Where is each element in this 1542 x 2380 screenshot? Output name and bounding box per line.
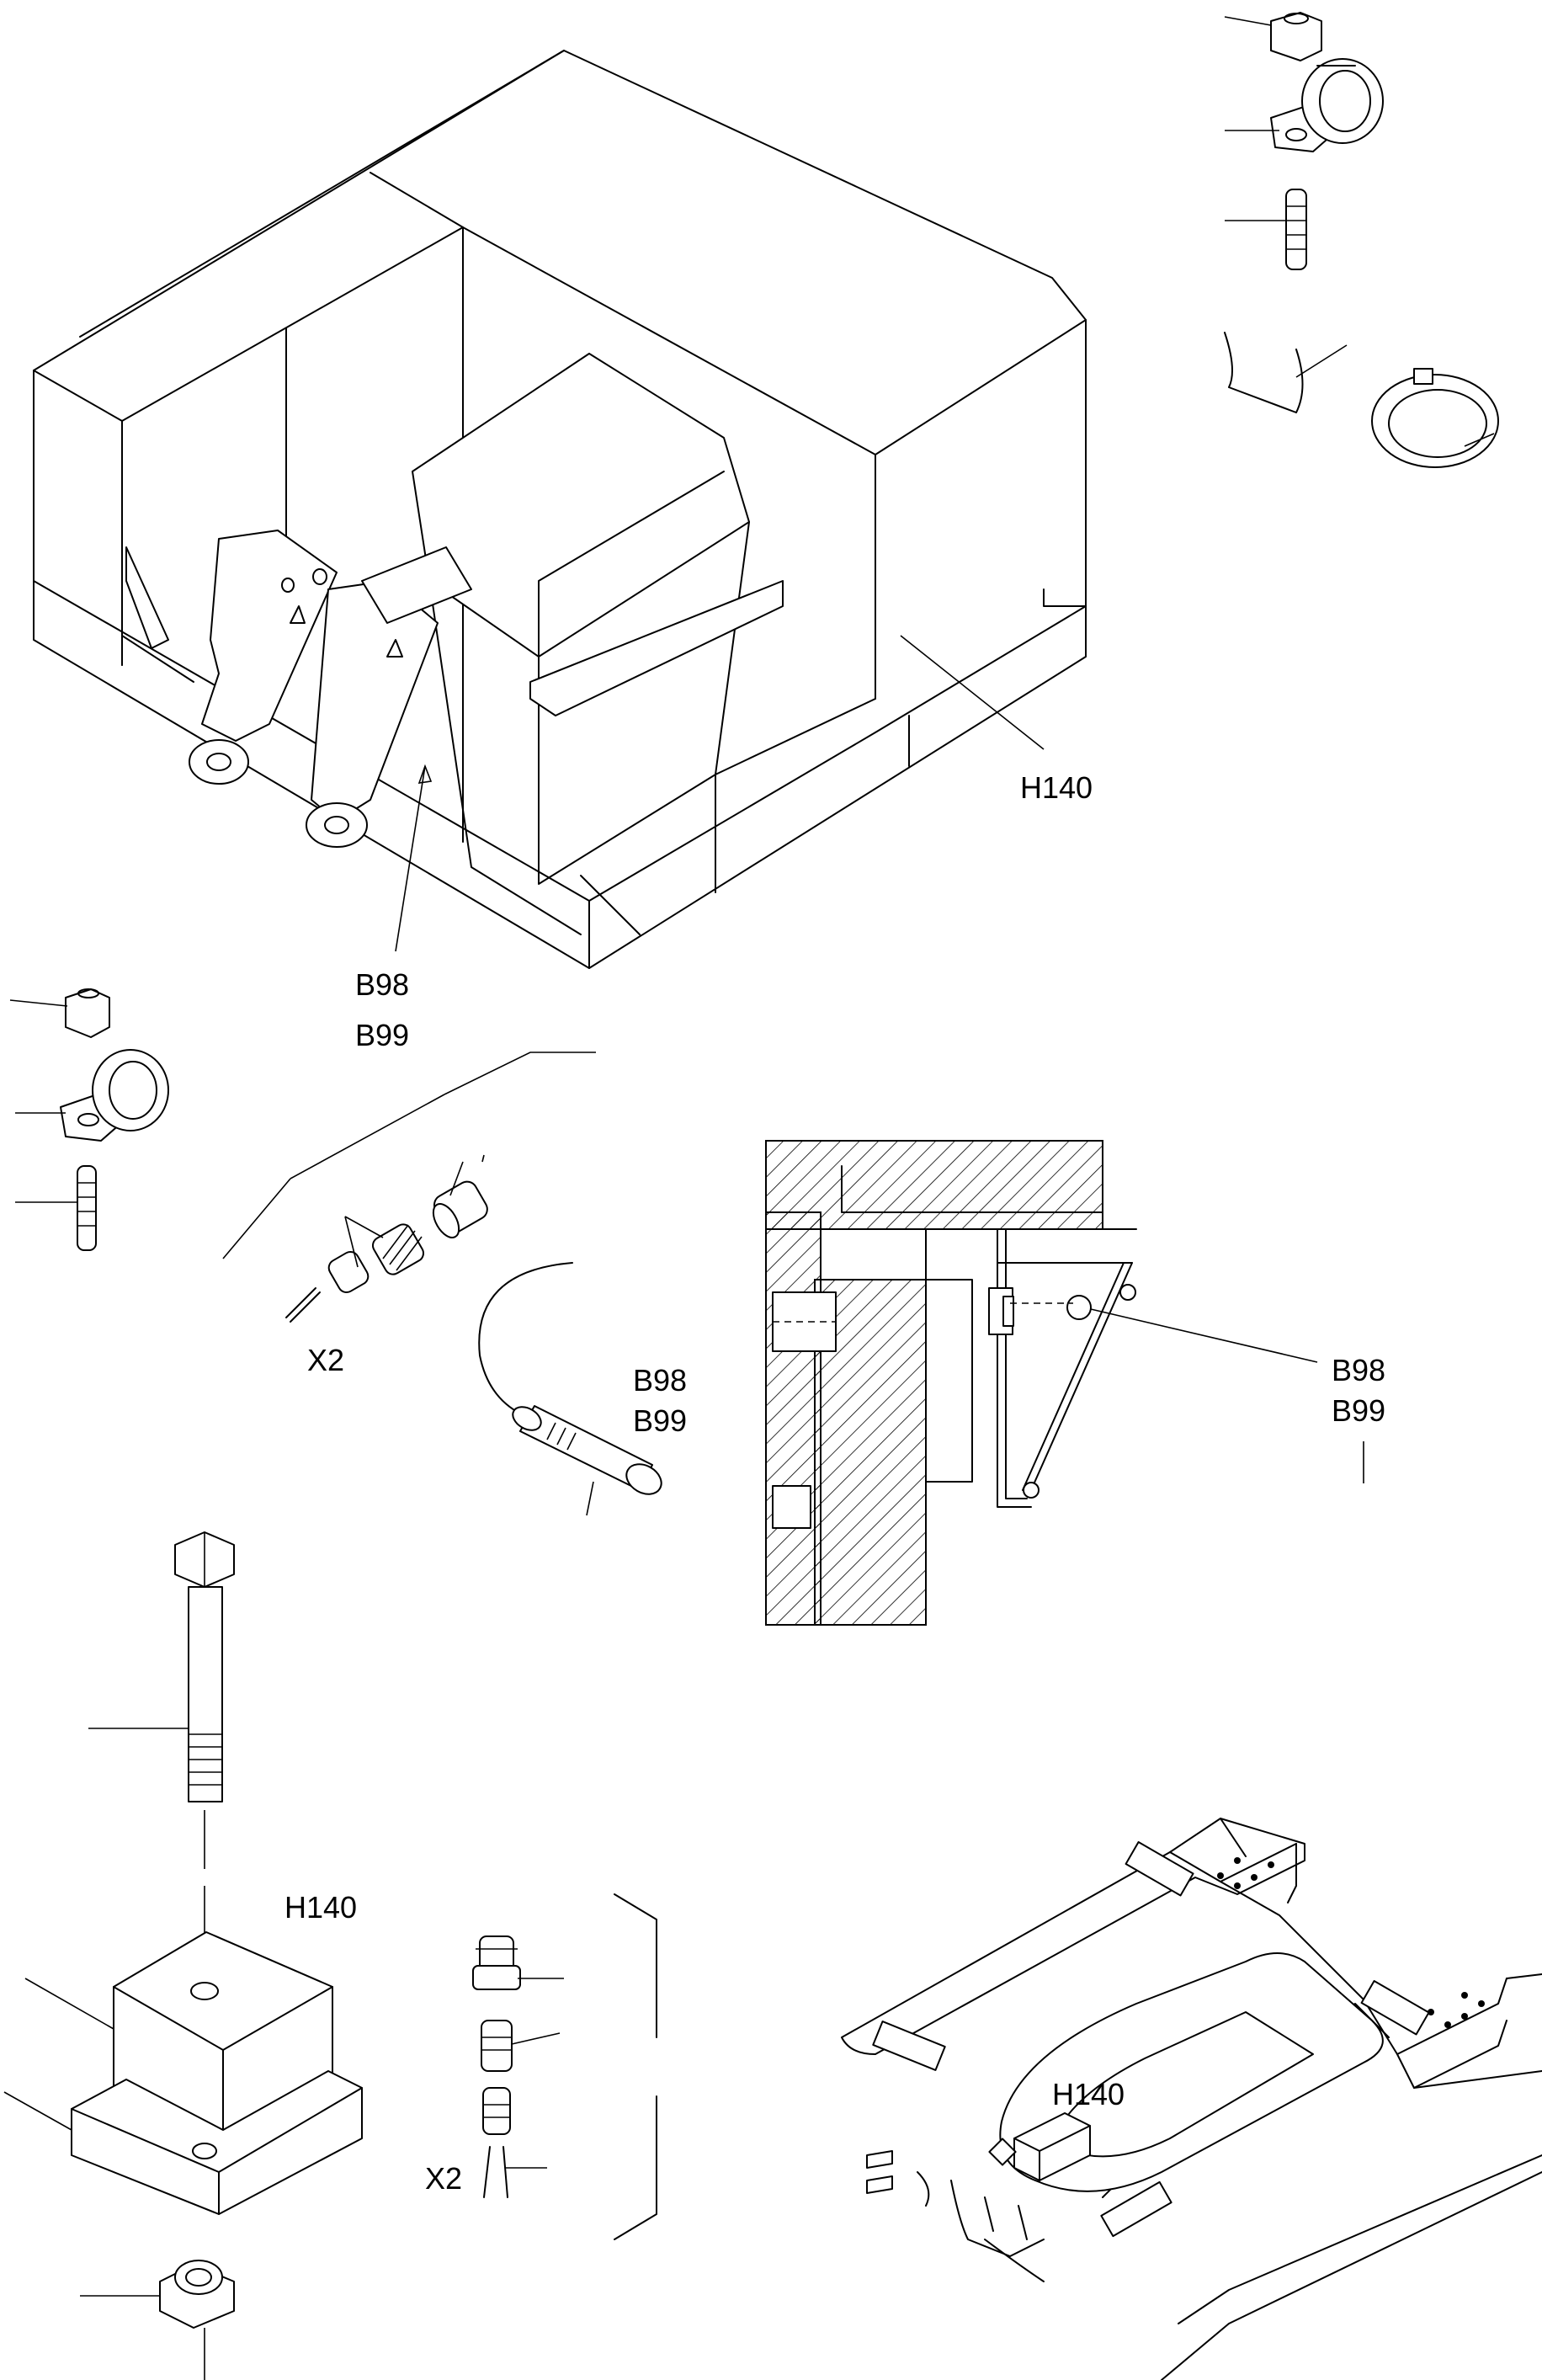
label-x2-connector: X2 xyxy=(307,1343,344,1377)
machine-housing-assembly xyxy=(33,50,1087,969)
connector-x2-exploded xyxy=(222,1052,596,1323)
label-x2-vertical: X2 xyxy=(425,2161,462,2196)
label-b99-sensor: B99 xyxy=(633,1403,687,1438)
connector-x2-vertical xyxy=(472,1893,657,2240)
cable-clamp-left xyxy=(9,988,169,1251)
label-h140-mount: H140 xyxy=(284,1890,357,1925)
cable-clamp-top xyxy=(1224,12,1384,270)
proximity-sensor xyxy=(478,1262,662,1516)
label-b99-housing: B99 xyxy=(355,1018,409,1052)
label-b98-housing: B98 xyxy=(355,967,409,1002)
machine-base-frame xyxy=(841,1818,1542,2380)
label-h140-housing: H140 xyxy=(1020,770,1093,805)
label-b98-sensor: B98 xyxy=(633,1363,687,1398)
label-b99-section: B99 xyxy=(1332,1393,1385,1428)
sensor-mounting-section xyxy=(765,1140,1364,1626)
cable-tie xyxy=(1371,368,1499,468)
label-b98-section: B98 xyxy=(1332,1353,1385,1387)
cable-sleeve xyxy=(1224,332,1348,413)
rubber-mount-assembly xyxy=(3,1531,363,2380)
label-h140-frame: H140 xyxy=(1052,2077,1125,2111)
